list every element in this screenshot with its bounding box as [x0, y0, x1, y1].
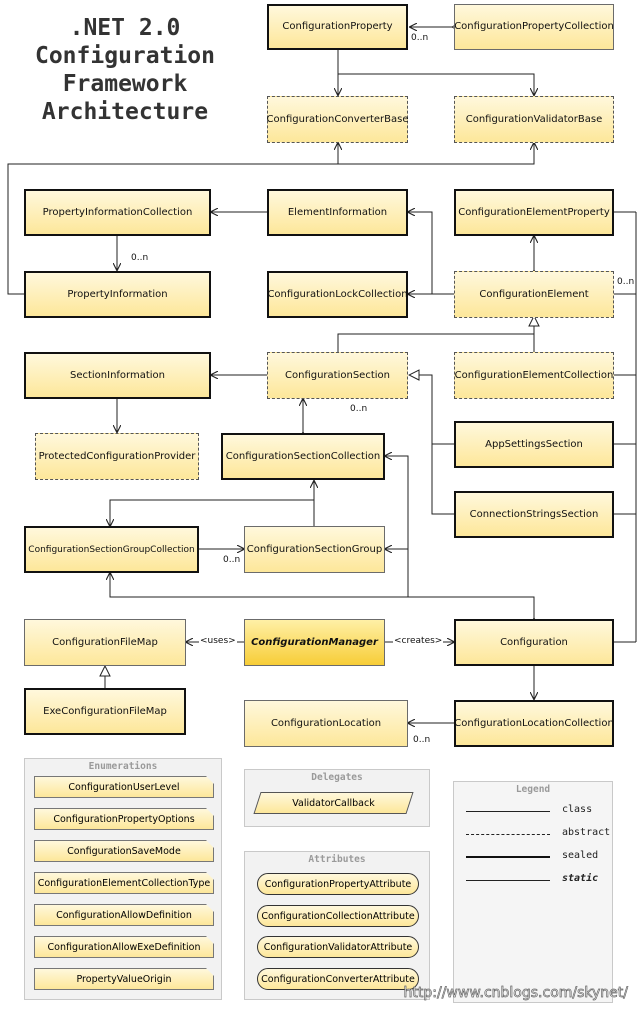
- class-label: ConfigurationProperty: [282, 21, 393, 32]
- class-label: ConfigurationSectionCollection: [225, 450, 381, 462]
- class-configuration-lock-collection[interactable]: ConfigurationLockCollection: [267, 271, 408, 318]
- legend-line: [466, 880, 550, 881]
- attribute-item[interactable]: ConfigurationPropertyAttribute: [257, 873, 419, 895]
- uses-label: <uses>: [199, 636, 237, 646]
- title-line: Framework: [62, 71, 188, 97]
- legend-line: [466, 856, 550, 858]
- enum-item[interactable]: ConfigurationPropertyOptions: [34, 808, 214, 830]
- enum-item[interactable]: ConfigurationElementCollectionType: [34, 872, 214, 894]
- class-configuration-manager[interactable]: ConfigurationManager: [244, 619, 385, 666]
- title-line: Configuration: [34, 43, 215, 69]
- class-label: ConfigurationManager: [251, 636, 378, 648]
- class-configuration-property-collection[interactable]: ConfigurationPropertyCollection: [454, 4, 614, 50]
- class-label: ConfigurationFileMap: [52, 636, 158, 648]
- class-label: ConfigurationElementProperty: [458, 206, 610, 218]
- class-label: PropertyInformationCollection: [42, 206, 193, 218]
- class-configuration-element[interactable]: ConfigurationElement: [454, 271, 614, 318]
- creates-label: <creates>: [393, 636, 444, 646]
- class-label: ConfigurationConverterBase: [266, 113, 409, 125]
- attribute-item[interactable]: ConfigurationCollectionAttribute: [257, 905, 419, 927]
- class-property-information[interactable]: PropertyInformation: [24, 271, 211, 318]
- class-label: Configuration: [500, 636, 568, 648]
- multiplicity-label: 0..n: [350, 404, 368, 414]
- enumerations-title: Enumerations: [88, 761, 158, 772]
- enum-item[interactable]: PropertyValueOrigin: [34, 968, 214, 990]
- class-configuration-section[interactable]: ConfigurationSection: [267, 352, 408, 399]
- legend-panel: Legend class abstract sealed static: [453, 781, 613, 1003]
- class-label: SectionInformation: [69, 369, 166, 381]
- legend-class: class: [462, 804, 632, 818]
- class-configuration-converter-base[interactable]: ConfigurationConverterBase: [266, 96, 409, 143]
- legend-label: sealed: [562, 850, 599, 861]
- class-label: ConfigurationSectionGroupCollection: [28, 544, 195, 555]
- class-label: ConfigurationLocationCollection: [454, 717, 614, 729]
- enumerations-panel: Enumerations ConfigurationUserLevel Conf…: [24, 758, 222, 1000]
- legend-title: Legend: [515, 784, 551, 795]
- delegate-label: ValidatorCallback: [292, 797, 375, 809]
- delegates-panel: Delegates ValidatorCallback: [244, 769, 430, 827]
- legend-label: static: [562, 873, 599, 884]
- multiplicity-label: 0..n: [411, 33, 429, 43]
- multiplicity-label: 0..n: [617, 277, 635, 287]
- multiplicity-label: 0..n: [223, 555, 241, 565]
- legend-line: [466, 834, 550, 835]
- class-label: ConfigurationElement: [479, 288, 589, 300]
- class-label: ConfigurationLocation: [270, 717, 382, 729]
- class-label: ElementInformation: [287, 206, 388, 218]
- class-property-information-collection[interactable]: PropertyInformationCollection: [24, 189, 211, 236]
- legend-sealed: sealed: [462, 850, 632, 864]
- attribute-item[interactable]: ConfigurationValidatorAttribute: [257, 936, 419, 958]
- enum-item[interactable]: ConfigurationUserLevel: [34, 776, 214, 798]
- class-protected-configuration-provider[interactable]: ProtectedConfigurationProvider: [35, 433, 199, 480]
- class-element-information[interactable]: ElementInformation: [267, 189, 408, 236]
- delegate-item[interactable]: ValidatorCallback: [253, 792, 414, 814]
- title-line: Architecture: [41, 99, 209, 125]
- class-configuration-section-group[interactable]: ConfigurationSectionGroup: [244, 526, 385, 573]
- class-section-information[interactable]: SectionInformation: [24, 352, 211, 399]
- class-configuration-file-map[interactable]: ConfigurationFileMap: [24, 619, 186, 666]
- class-label: ProtectedConfigurationProvider: [38, 450, 196, 462]
- class-configuration-validator-base[interactable]: ConfigurationValidatorBase: [454, 96, 614, 143]
- multiplicity-label: 0..n: [131, 253, 149, 263]
- enum-item[interactable]: ConfigurationAllowDefinition: [34, 904, 214, 926]
- attribute-item[interactable]: ConfigurationConverterAttribute: [257, 968, 419, 990]
- class-label: ConfigurationElementCollection: [454, 369, 614, 381]
- class-label: ConfigurationSection: [285, 369, 390, 381]
- class-label: ExeConfigurationFileMap: [43, 705, 167, 717]
- class-label: ConfigurationValidatorBase: [465, 113, 603, 125]
- class-exe-configuration-file-map[interactable]: ExeConfigurationFileMap: [24, 688, 186, 735]
- legend-line: [466, 811, 550, 812]
- class-label: ConnectionStringsSection: [469, 508, 599, 520]
- class-label: ConfigurationLockCollection: [267, 288, 408, 300]
- class-configuration-element-collection[interactable]: ConfigurationElementCollection: [454, 352, 614, 399]
- class-configuration-element-property[interactable]: ConfigurationElementProperty: [454, 189, 614, 236]
- legend-label: class: [562, 804, 593, 815]
- attributes-title: Attributes: [308, 854, 366, 865]
- attributes-panel: Attributes ConfigurationPropertyAttribut…: [244, 851, 430, 1000]
- watermark: http://www.cnblogs.com/skynet/: [403, 985, 628, 1002]
- title-line: .NET 2.0: [69, 15, 181, 41]
- class-configuration-property[interactable]: ConfigurationProperty: [267, 4, 408, 50]
- class-label: ConfigurationSectionGroup: [246, 543, 383, 555]
- enum-item[interactable]: ConfigurationSaveMode: [34, 840, 214, 862]
- class-configuration-section-collection[interactable]: ConfigurationSectionCollection: [221, 433, 385, 480]
- enum-item[interactable]: ConfigurationAllowExeDefinition: [34, 936, 214, 958]
- class-configuration-location[interactable]: ConfigurationLocation: [244, 700, 408, 747]
- delegates-title: Delegates: [311, 772, 363, 783]
- legend-static: static: [462, 873, 632, 887]
- class-configuration-section-group-collection[interactable]: ConfigurationSectionGroupCollection: [24, 526, 199, 573]
- multiplicity-label: 0..n: [413, 735, 431, 745]
- legend-label: abstract: [562, 827, 611, 838]
- class-connection-strings-section[interactable]: ConnectionStringsSection: [454, 491, 614, 538]
- class-configuration[interactable]: Configuration: [454, 619, 614, 666]
- legend-abstract: abstract: [462, 827, 632, 841]
- class-label: PropertyInformation: [67, 288, 168, 300]
- class-app-settings-section[interactable]: AppSettingsSection: [454, 421, 614, 468]
- class-configuration-location-collection[interactable]: ConfigurationLocationCollection: [454, 700, 614, 747]
- class-label: ConfigurationPropertyCollection: [454, 21, 614, 32]
- diagram-title: .NET 2.0 Configuration Framework Archite…: [20, 14, 230, 126]
- class-label: AppSettingsSection: [485, 438, 583, 450]
